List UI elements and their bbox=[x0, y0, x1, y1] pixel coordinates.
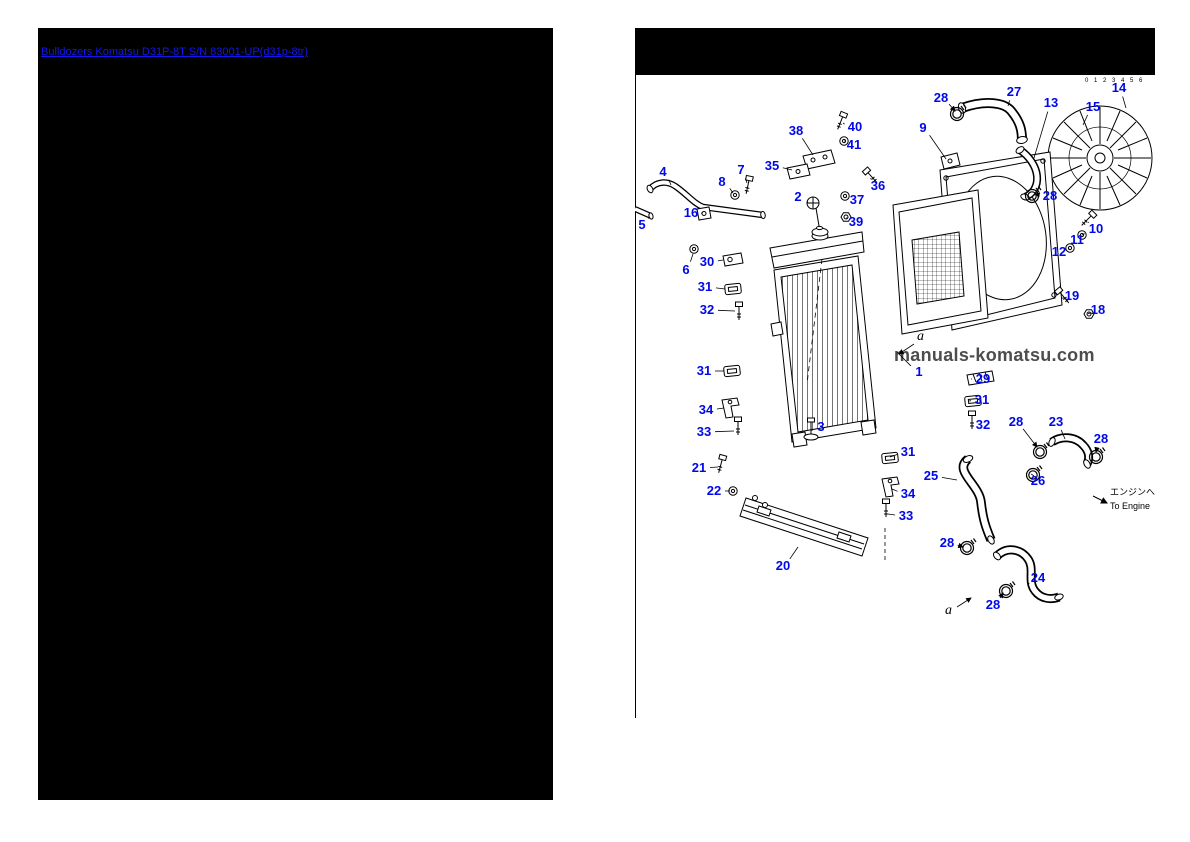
part-callout-8[interactable]: 8 bbox=[718, 174, 726, 189]
fan-icon bbox=[1047, 105, 1153, 211]
part-callout-37[interactable]: 37 bbox=[849, 192, 865, 207]
part-callout-31[interactable]: 31 bbox=[697, 279, 713, 294]
part-callout-26[interactable]: 26 bbox=[1030, 473, 1046, 488]
part-callout-28[interactable]: 28 bbox=[985, 597, 1001, 612]
part-callout-2[interactable]: 2 bbox=[794, 189, 802, 204]
part-callout-34[interactable]: 34 bbox=[900, 486, 916, 501]
part-callout-11[interactable]: 11 bbox=[1070, 232, 1084, 247]
part-callout-33[interactable]: 33 bbox=[898, 508, 914, 523]
part-callout-34[interactable]: 34 bbox=[698, 402, 714, 417]
part-callout-21[interactable]: 21 bbox=[691, 460, 707, 475]
guard-bar bbox=[739, 495, 869, 557]
to-engine-arrow bbox=[1092, 495, 1108, 504]
to-engine-en: To Engine bbox=[1110, 500, 1151, 511]
part-callout-28[interactable]: 28 bbox=[933, 90, 949, 105]
part-callout-24[interactable]: 24 bbox=[1030, 570, 1046, 585]
part-callout-19[interactable]: 19 bbox=[1064, 288, 1080, 303]
part-callout-32[interactable]: 32 bbox=[975, 417, 991, 432]
part-callout-5[interactable]: 5 bbox=[638, 217, 646, 232]
screen-panel bbox=[892, 189, 989, 335]
left-page-panel: Bulldozers Komatsu D31P-8T S/N 83001-UP(… bbox=[38, 28, 553, 800]
part-callout-20[interactable]: 20 bbox=[775, 558, 791, 573]
part-callout-38[interactable]: 38 bbox=[788, 123, 804, 138]
view-label-a: a bbox=[945, 603, 952, 618]
part-callout-13[interactable]: 13 bbox=[1043, 95, 1059, 110]
center-dashed-line bbox=[806, 258, 823, 385]
hatch-plate bbox=[966, 370, 995, 386]
to-engine-jp: エンジンへ bbox=[1110, 487, 1155, 497]
part-callout-39[interactable]: 39 bbox=[848, 214, 864, 229]
radiator bbox=[769, 227, 877, 448]
small-bracket bbox=[722, 252, 744, 267]
part-callout-3[interactable]: 3 bbox=[817, 419, 825, 434]
part-callout-28[interactable]: 28 bbox=[939, 535, 955, 550]
page-header-bar bbox=[635, 28, 1155, 75]
part-callout-29[interactable]: 29 bbox=[975, 371, 991, 386]
overflow-pipe bbox=[635, 179, 766, 221]
part-callout-27[interactable]: 27 bbox=[1006, 84, 1022, 99]
elbow-tube bbox=[1015, 146, 1042, 201]
part-callout-31[interactable]: 31 bbox=[900, 444, 916, 459]
leader-lines bbox=[647, 96, 1127, 608]
radiator-cap bbox=[806, 196, 823, 231]
to-engine-note: エンジンへ To Engine bbox=[1110, 486, 1155, 513]
part-callout-40[interactable]: 40 bbox=[847, 119, 863, 134]
part-callout-35[interactable]: 35 bbox=[764, 158, 780, 173]
part-callout-14[interactable]: 14 bbox=[1111, 80, 1127, 95]
part-callout-6[interactable]: 6 bbox=[682, 262, 690, 277]
watermark: manuals-komatsu.com bbox=[894, 345, 1095, 365]
part-callout-30[interactable]: 30 bbox=[699, 254, 715, 269]
part-callout-31[interactable]: 31 bbox=[696, 363, 712, 378]
view-label-a: a bbox=[917, 329, 924, 344]
part-callout-22[interactable]: 22 bbox=[706, 483, 722, 498]
part-callout-28[interactable]: 28 bbox=[1093, 431, 1109, 446]
mount-plates bbox=[786, 149, 836, 180]
lower-hoses bbox=[958, 433, 1094, 604]
part-callout-9[interactable]: 9 bbox=[919, 120, 927, 135]
part-callout-41[interactable]: 41 bbox=[846, 137, 862, 152]
part-callout-33[interactable]: 33 bbox=[696, 424, 712, 439]
part-callout-28[interactable]: 28 bbox=[1008, 414, 1024, 429]
part-callout-10[interactable]: 10 bbox=[1088, 221, 1104, 236]
document-title-link[interactable]: Bulldozers Komatsu D31P-8T S/N 83001-UP(… bbox=[41, 46, 308, 58]
part-callout-16[interactable]: 16 bbox=[683, 205, 699, 220]
part-callout-23[interactable]: 23 bbox=[1048, 414, 1064, 429]
part-callout-12[interactable]: 12 bbox=[1051, 244, 1067, 259]
part-callout-25[interactable]: 25 bbox=[923, 468, 939, 483]
part-callout-18[interactable]: 18 bbox=[1090, 302, 1106, 317]
scale-ruler: 0 1 2 3 4 5 6 bbox=[1085, 78, 1145, 84]
part-callout-1[interactable]: 1 bbox=[915, 364, 923, 379]
part-callout-7[interactable]: 7 bbox=[737, 162, 745, 177]
part-callout-28[interactable]: 28 bbox=[1042, 188, 1058, 203]
part-callout-4[interactable]: 4 bbox=[659, 164, 667, 179]
part-callout-32[interactable]: 32 bbox=[699, 302, 715, 317]
bottom-mount bbox=[803, 417, 819, 441]
parts-diagram bbox=[635, 75, 1153, 718]
part-callout-31[interactable]: 31 bbox=[974, 392, 990, 407]
part-callout-15[interactable]: 15 bbox=[1085, 99, 1101, 114]
part-callout-36[interactable]: 36 bbox=[870, 178, 886, 193]
